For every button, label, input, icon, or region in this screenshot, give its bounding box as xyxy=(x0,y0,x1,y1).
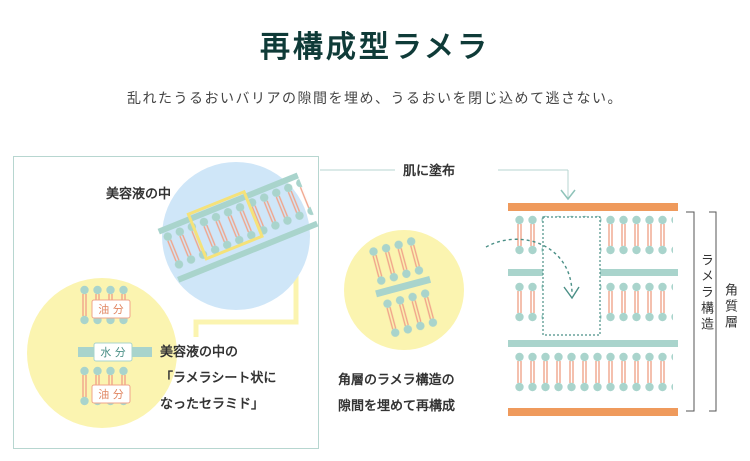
svg-text:水 分: 水 分 xyxy=(100,346,126,359)
lamella-structure-label: ラメラ構造 xyxy=(698,253,713,333)
zoom-bubble xyxy=(157,162,319,310)
chip-oil-bottom: 油 分 xyxy=(91,384,131,404)
ceramide-sheet-circle xyxy=(344,230,464,350)
serum-description: 美容液の中の 「ラメラシート状に なったセラミド」 xyxy=(160,345,277,412)
svg-text:油 分: 油 分 xyxy=(98,387,124,401)
svg-text:油 分: 油 分 xyxy=(98,302,124,316)
reconstruct-description: 角層のラメラ構造の 隙間を埋めて再構成 xyxy=(338,373,456,414)
serum-panel xyxy=(13,156,319,449)
page-subtitle: 乱れたうるおいバリアの隙間を埋め、うるおいを閉じ込めて逃さない。 xyxy=(127,91,623,107)
stratum-corneum-label: 角質層 xyxy=(722,283,737,331)
zoom-label: 美容液の中 xyxy=(106,187,172,202)
apply-label: 肌に塗布 xyxy=(403,164,456,179)
page-title: 再構成型ラメラ xyxy=(259,30,491,65)
chip-water: 水 分 xyxy=(93,342,133,362)
chip-oil-top: 油 分 xyxy=(91,299,131,319)
stratum-corneum-diagram xyxy=(485,203,717,416)
